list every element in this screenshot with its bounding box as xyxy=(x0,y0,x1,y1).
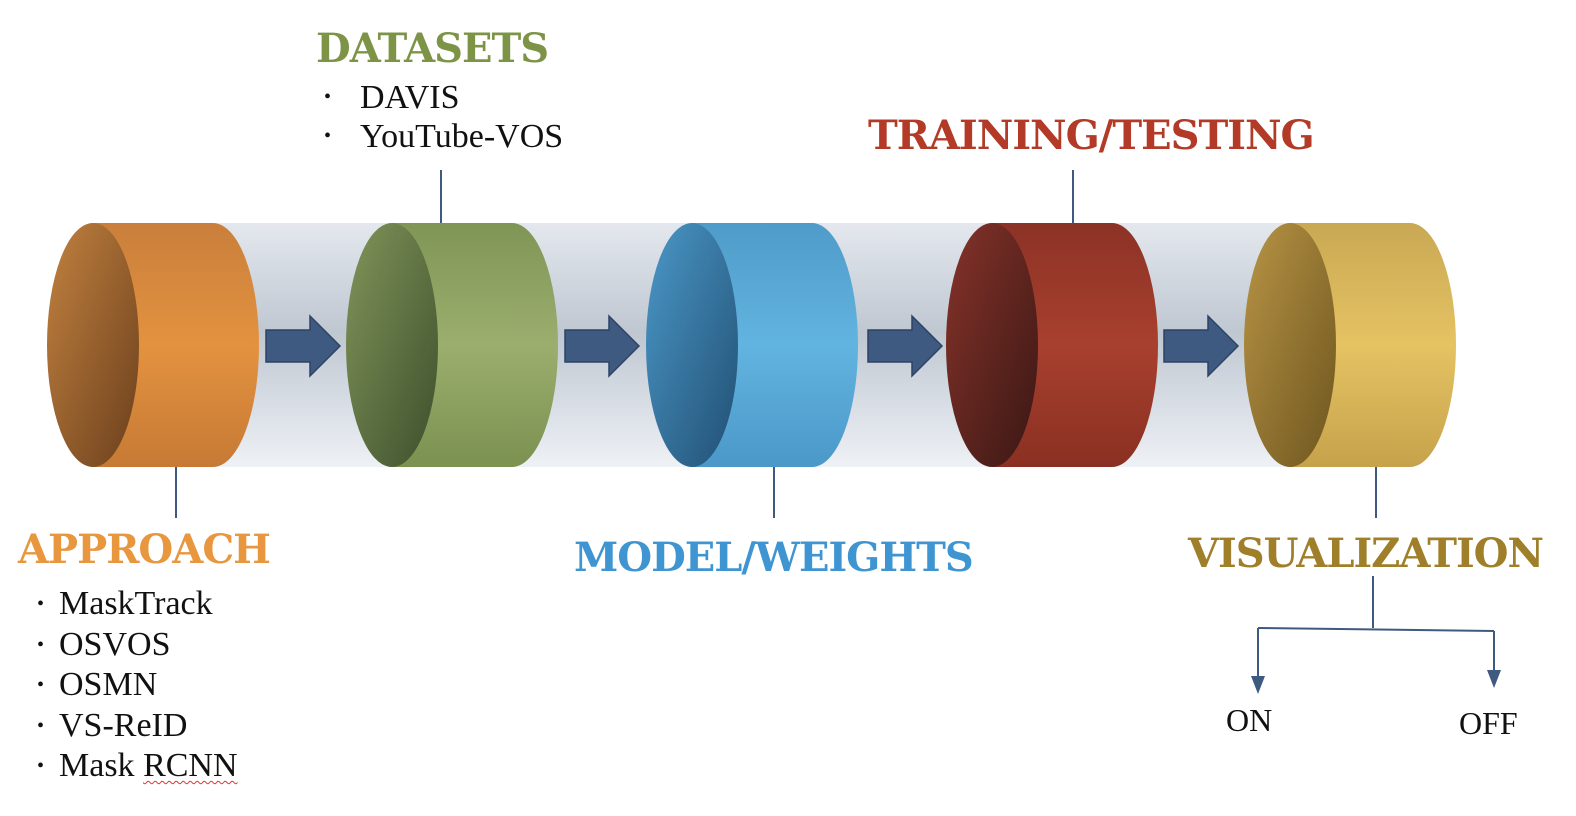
list-item: OSVOS xyxy=(37,625,238,666)
visualization-option-off: OFF xyxy=(1459,705,1518,741)
mask-rcnn-prefix: Mask xyxy=(59,747,144,784)
list-item: OSMN xyxy=(37,665,238,706)
cylinder-approach xyxy=(47,223,259,467)
datasets-title: DATASETS xyxy=(316,25,549,72)
training-title: TRAINING/TESTING xyxy=(868,112,1315,159)
arrow-down-icon xyxy=(1487,670,1501,688)
visualization-branch xyxy=(1257,576,1495,680)
arrow-right-icon xyxy=(564,314,641,378)
arrow-down-icon xyxy=(1251,676,1265,694)
cylinder-model xyxy=(646,223,858,467)
list-item: MaskTrack xyxy=(37,584,238,625)
flow-arrows xyxy=(265,314,1240,378)
list-item: DAVIS xyxy=(324,78,563,117)
arrow-right-icon xyxy=(265,314,342,378)
approach-title: APPROACH xyxy=(18,526,271,573)
approach-list: MaskTrack OSVOS OSMN VS-ReID Mask RCNN xyxy=(37,584,238,787)
cylinder-visualization xyxy=(1244,223,1456,467)
list-item: YouTube-VOS xyxy=(324,117,563,156)
connector-lines xyxy=(175,170,1377,518)
list-item: VS-ReID xyxy=(37,706,238,747)
mask-rcnn-suffix: RCNN xyxy=(143,747,238,784)
model-title: MODEL/WEIGHTS xyxy=(574,534,974,581)
arrow-right-icon xyxy=(1163,314,1240,378)
visualization-option-on: ON xyxy=(1226,702,1273,738)
visualization-title: VISUALIZATION xyxy=(1188,530,1544,577)
list-item: Mask RCNN xyxy=(37,746,238,787)
cylinder-training xyxy=(946,223,1158,467)
branch-arrowheads xyxy=(1251,670,1501,694)
cylinder-datasets xyxy=(346,223,558,467)
datasets-list: DAVIS YouTube-VOS xyxy=(324,78,563,156)
arrow-right-icon xyxy=(867,314,944,378)
